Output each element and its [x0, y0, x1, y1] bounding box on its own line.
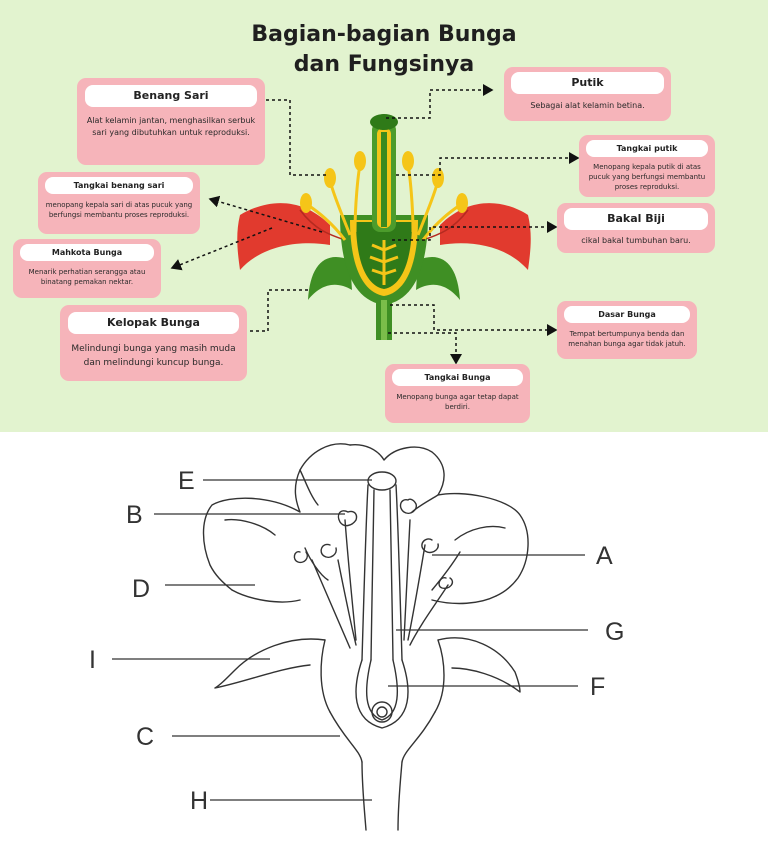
card-bakal-biji: Bakal Biji cikal bakal tumbuhan baru.	[557, 203, 715, 253]
anther	[402, 151, 414, 171]
lineart-flower-diagram: E B D I C H A G F	[89, 443, 624, 831]
anther	[432, 168, 444, 188]
desc-kelopak-bunga: Melindungi bunga yang masih muda dan mel…	[71, 344, 236, 368]
desc-tangkai-putik: Menopang kepala putik di atas pucuk yang…	[588, 163, 706, 191]
label-tangkai-putik: Tangkai putik	[586, 140, 708, 157]
anther	[456, 193, 468, 213]
letter-a: A	[596, 542, 613, 570]
page-title: Bagian-bagian Bunga dan Fungsinya	[0, 20, 768, 80]
title-line-2: dan Fungsinya	[293, 52, 475, 77]
lineart-stigma	[367, 471, 397, 491]
card-tangkai-putik: Tangkai putik Menopang kepala putik di a…	[579, 135, 715, 197]
colored-flower-diagram	[170, 84, 580, 365]
card-putik: Putik Sebagai alat kelamin betina.	[504, 67, 671, 121]
lineart-style	[361, 484, 369, 661]
desc-tangkai-bunga: Menopang bunga agar tetap dapat berdiri.	[396, 393, 519, 411]
card-dasar-bunga: Dasar Bunga Tempat bertumpunya benda dan…	[557, 301, 697, 359]
petal-left	[237, 203, 330, 270]
anther	[324, 168, 336, 188]
card-kelopak-bunga: Kelopak Bunga Melindungi bunga yang masi…	[60, 305, 247, 381]
label-bakal-biji: Bakal Biji	[564, 208, 708, 230]
label-kelopak-bunga: Kelopak Bunga	[68, 312, 239, 334]
desc-putik: Sebagai alat kelamin betina.	[530, 101, 645, 110]
letter-f: F	[590, 673, 605, 701]
letter-d: D	[132, 575, 150, 603]
label-tangkai-bunga: Tangkai Bunga	[392, 369, 523, 386]
card-tangkai-bunga: Tangkai Bunga Menopang bunga agar tetap …	[385, 364, 530, 423]
anther	[300, 193, 312, 213]
stigma	[370, 114, 398, 130]
desc-benang-sari: Alat kelamin jantan, menghasilkan serbuk…	[86, 116, 256, 137]
lineart-stem	[361, 761, 367, 831]
card-benang-sari: Benang Sari Alat kelamin jantan, menghas…	[77, 78, 265, 165]
title-line-1: Bagian-bagian Bunga	[251, 22, 517, 47]
label-dasar-bunga: Dasar Bunga	[564, 306, 690, 323]
letter-i: I	[89, 646, 96, 674]
lineart-sepal	[214, 638, 326, 689]
letter-b: B	[126, 501, 143, 529]
anther	[354, 151, 366, 171]
desc-tangkai-benang-sari: menopang kepala sari di atas pucuk yang …	[45, 201, 193, 219]
desc-mahkota-bunga: Menarik perhatian serangga atau binatang…	[28, 268, 146, 286]
label-tangkai-benang-sari: Tangkai benang sari	[45, 177, 193, 194]
card-mahkota-bunga: Mahkota Bunga Menarik perhatian serangga…	[13, 239, 161, 298]
label-mahkota-bunga: Mahkota Bunga	[20, 244, 154, 261]
label-putik: Putik	[511, 72, 664, 94]
lineart-petal	[202, 443, 351, 591]
letter-e: E	[178, 467, 195, 495]
desc-bakal-biji: cikal bakal tumbuhan baru.	[581, 236, 691, 245]
letter-h: H	[190, 787, 208, 815]
label-benang-sari: Benang Sari	[85, 85, 257, 107]
desc-dasar-bunga: Tempat bertumpunya benda dan menahan bun…	[568, 330, 686, 348]
letter-c: C	[136, 723, 154, 751]
sepal-right	[416, 256, 460, 300]
petal-right	[440, 203, 531, 270]
letter-g: G	[605, 618, 624, 646]
top-panel: Bagian-bagian Bunga dan Fungsinya	[0, 0, 768, 432]
card-tangkai-benang-sari: Tangkai benang sari menopang kepala sari…	[38, 172, 200, 234]
sepal-left	[308, 256, 352, 300]
lineart-ovary	[355, 659, 409, 729]
